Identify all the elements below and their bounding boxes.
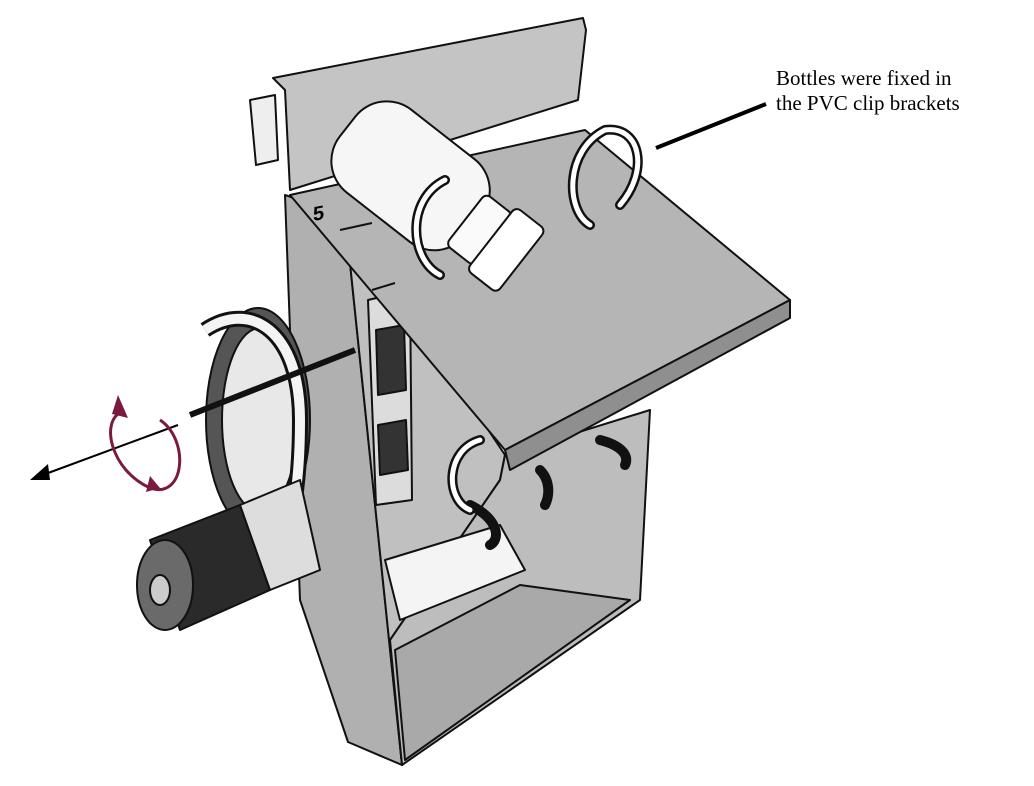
rotation-arrowhead: [146, 476, 160, 492]
annotation-line-1: Bottles were fixed in: [776, 66, 952, 90]
bottle-cap: [468, 208, 545, 292]
rotation-arrow-icon: [30, 395, 182, 492]
axis-arrowhead: [30, 464, 50, 480]
clip-bracket-highlight: [413, 177, 448, 278]
annotation-line-2: the PVC clip brackets: [776, 91, 960, 115]
panel-mark: 5: [313, 202, 325, 226]
annotation-label: Bottles were fixed in the PVC clip brack…: [776, 66, 960, 116]
clip-bracket: [535, 465, 554, 510]
top-tray-edge: [504, 299, 791, 471]
axis-arrow: [39, 424, 179, 477]
motor-mount: [239, 479, 321, 591]
side-holder: [249, 94, 279, 166]
clip-bracket-highlights: [413, 127, 641, 513]
bottle: [330, 100, 545, 292]
clip-bracket: [465, 500, 501, 550]
rotation-arrowhead: [112, 395, 128, 418]
panel-tick: [371, 282, 396, 291]
panel-tick: [339, 222, 373, 231]
clip-bracket: [595, 435, 632, 470]
clip-bracket-highlight: [449, 437, 483, 513]
motor-shaft: [149, 574, 171, 606]
slot-dark-2: [377, 419, 409, 476]
annotation-pointer: [655, 102, 767, 150]
axle: [188, 347, 357, 418]
lower-box-floor: [394, 584, 631, 761]
rotation-arc: [109, 410, 182, 492]
clip-bracket-highlight: [570, 127, 641, 228]
slot-dark-1: [375, 324, 407, 396]
